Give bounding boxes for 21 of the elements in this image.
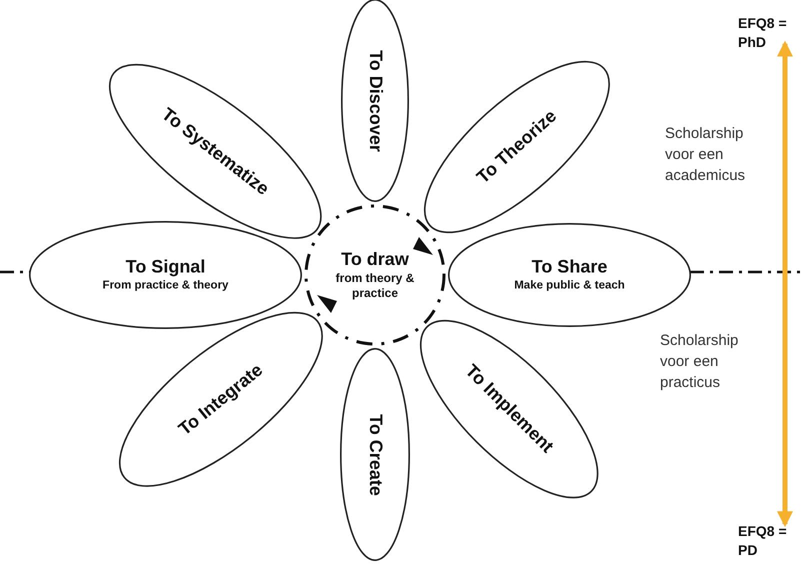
petal-ellipse: [423, 60, 611, 234]
petal-label: To Discover: [364, 50, 386, 152]
double-arrow: [777, 40, 793, 528]
petal-label: To Create: [364, 414, 386, 496]
petal-ellipse: [447, 222, 692, 328]
petal-label: To Share: [532, 256, 608, 278]
scale-end-label: EFQ8 = PhD: [738, 14, 800, 52]
side-note: Scholarship voor een academicus: [665, 124, 746, 186]
center-subtitle: from theory & practice: [334, 270, 416, 301]
petal-ellipse: [118, 311, 324, 488]
petal-ellipse: [108, 63, 322, 240]
petal-ellipse: [339, 347, 411, 562]
side-note: Scholarship voor een practicus: [660, 331, 740, 393]
scale-end-label: EFQ8 = PD: [738, 522, 800, 560]
center-label: To draw: [341, 249, 409, 271]
petal-ellipse: [419, 319, 600, 500]
petal-subtitle: From practice & theory: [102, 278, 228, 294]
petal-label: To Signal: [126, 256, 206, 278]
petal-subtitle: Make public & teach: [514, 278, 625, 294]
cycle-circle: [303, 203, 447, 347]
petal-ellipse: [28, 220, 303, 330]
